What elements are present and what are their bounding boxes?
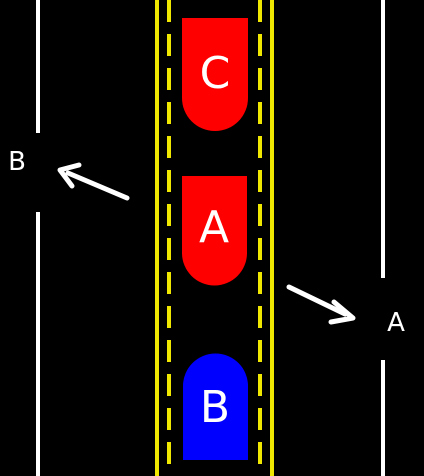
- car-a-label: A: [199, 202, 229, 253]
- car-b: B: [183, 353, 248, 460]
- arrow-to-exit-a-icon: [286, 284, 356, 325]
- car-a: A: [182, 176, 247, 286]
- car-b-label: B: [200, 382, 230, 433]
- car-a-body: [182, 176, 247, 286]
- arrow-to-exit-b-icon: [57, 162, 130, 201]
- exit-a-label: A: [387, 308, 405, 338]
- car-c-body: [182, 18, 248, 131]
- exit-b-label: B: [8, 147, 26, 177]
- car-c-label: C: [200, 48, 231, 99]
- car-c: C: [182, 18, 248, 131]
- car-b-body: [183, 353, 248, 460]
